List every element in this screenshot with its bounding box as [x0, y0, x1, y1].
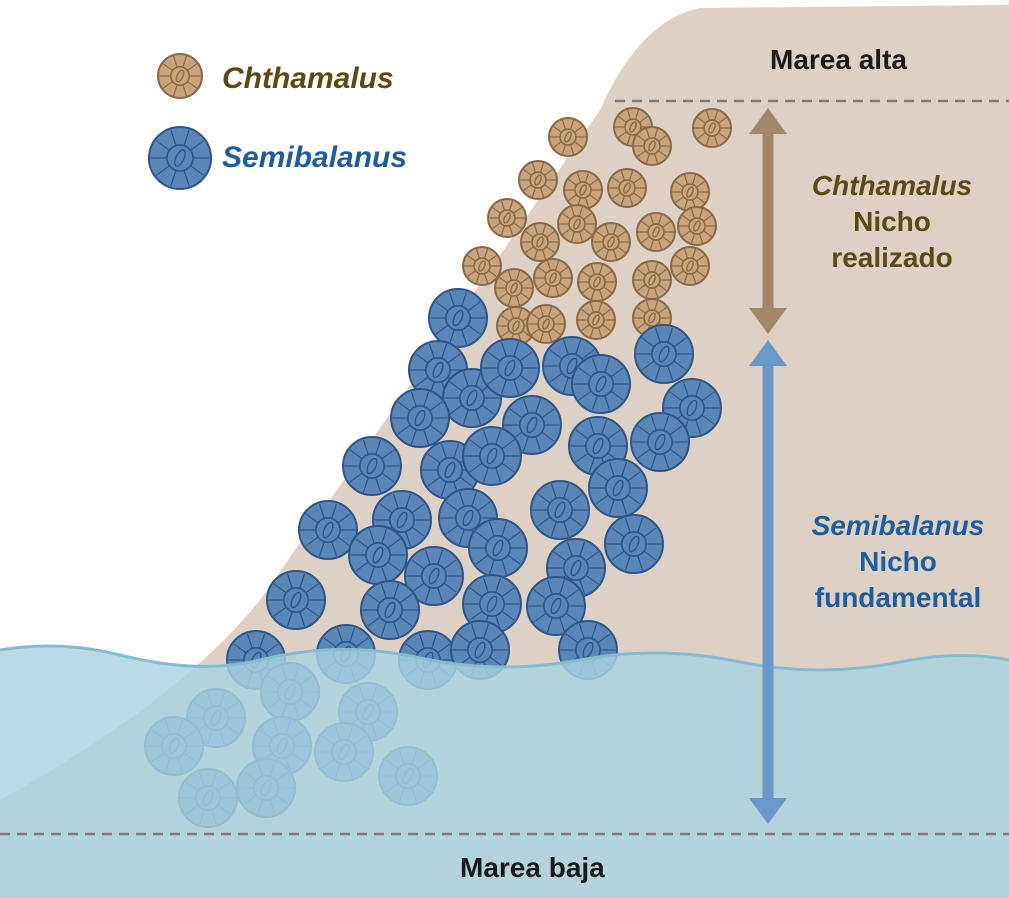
- chthamalus-barnacle: [576, 300, 616, 340]
- legend-label-chthamalus: Chthamalus: [222, 62, 394, 95]
- chthamalus-barnacle: [677, 206, 717, 246]
- chthamalus-barnacle: [526, 304, 566, 344]
- chthamalus-barnacle: [520, 222, 560, 262]
- semibalanus-barnacle: [468, 518, 528, 578]
- semibalanus-legend-icon: [148, 126, 212, 190]
- chthamalus-barnacle: [632, 260, 672, 300]
- chthamalus-barnacle: [692, 108, 732, 148]
- semibalanus-barnacle: [480, 338, 540, 398]
- semibalanus-barnacle: [530, 480, 590, 540]
- chthamalus-niche-line2: realizado: [831, 242, 953, 273]
- chthamalus-niche-species: Chthamalus: [811, 170, 973, 201]
- semibalanus-barnacle: [526, 576, 586, 636]
- semibalanus-barnacle: [588, 458, 648, 518]
- chthamalus-barnacle: [496, 306, 536, 346]
- semibalanus-niche-line1: Nicho: [859, 546, 937, 577]
- semibalanus-barnacle: [571, 354, 631, 414]
- chthamalus-legend-icon: [157, 53, 203, 99]
- semibalanus-barnacle: [428, 288, 488, 348]
- semibalanus-barnacle: [634, 324, 694, 384]
- semibalanus-barnacle: [390, 388, 450, 448]
- chthamalus-barnacle: [487, 198, 527, 238]
- chthamalus-barnacle: [518, 160, 558, 200]
- water-surface-line: [0, 644, 1009, 672]
- chthamalus-barnacle: [670, 172, 710, 212]
- semibalanus-barnacle: [348, 525, 408, 585]
- semibalanus-barnacle: [502, 395, 562, 455]
- chthamalus-barnacle: [557, 204, 597, 244]
- niche-arrows: [749, 108, 787, 824]
- chthamalus-barnacle: [577, 262, 617, 302]
- chthamalus-barnacle: [607, 168, 647, 208]
- chthamalus-niche-line1: Nicho: [853, 206, 931, 237]
- semibalanus-barnacle: [298, 500, 358, 560]
- chthamalus-barnacle: [636, 212, 676, 252]
- semibalanus-barnacle: [266, 570, 326, 630]
- chthamalus-barnacle: [494, 268, 534, 308]
- chthamalus-niche-label: Chthamalus Nicho realizado: [786, 168, 998, 276]
- chthamalus-barnacle: [548, 117, 588, 157]
- chthamalus-barnacle: [462, 246, 502, 286]
- semibalanus-barnacle: [360, 580, 420, 640]
- semibalanus-barnacle: [630, 412, 690, 472]
- semibalanus-barnacle: [604, 514, 664, 574]
- semibalanus-niche-label: Semibalanus Nicho fundamental: [790, 508, 1006, 616]
- semibalanus-niche-species: Semibalanus: [811, 510, 985, 541]
- semibalanus-niche-line2: fundamental: [814, 582, 982, 613]
- chthamalus-barnacle: [632, 126, 672, 166]
- semibalanus-barnacle: [462, 426, 522, 486]
- chthamalus-barnacle: [563, 170, 603, 210]
- high-tide-label: Marea alta: [770, 44, 907, 75]
- low-tide-label: Marea baja: [460, 852, 605, 883]
- legend-label-semibalanus: Semibalanus: [222, 141, 408, 174]
- chthamalus-barnacle: [591, 222, 631, 262]
- semibalanus-niche-arrow: [749, 340, 787, 824]
- semibalanus-barnacle: [404, 546, 464, 606]
- legend-icons: [148, 53, 212, 190]
- chthamalus-barnacle: [670, 246, 710, 286]
- semibalanus-barnacle: [342, 436, 402, 496]
- chthamalus-barnacle: [533, 258, 573, 298]
- chthamalus-niche-arrow: [749, 108, 787, 334]
